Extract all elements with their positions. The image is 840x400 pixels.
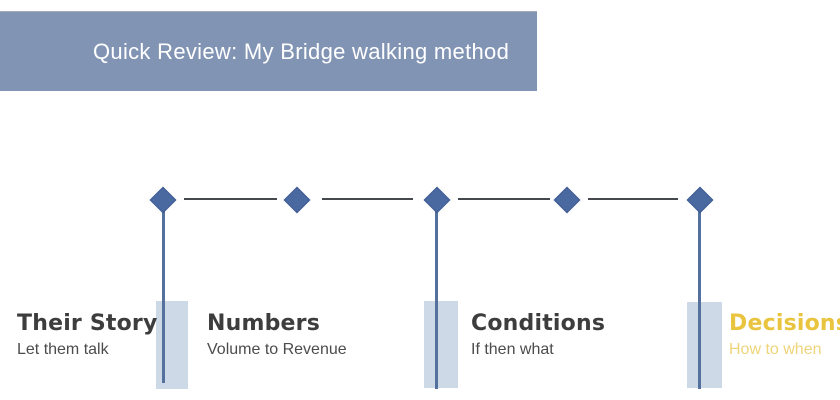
pillar-line-2 [435,208,438,389]
step-conditions: Conditions If then what [471,311,605,359]
pillar-block-3 [687,302,722,388]
step-subtitle: Let them talk [17,341,109,358]
diamond-marker-1 [149,186,177,214]
bridge-connector-3 [458,198,550,200]
bridge-connector-1 [184,198,277,200]
step-numbers: Numbers Volume to Revenue [207,311,347,359]
step-their-story: Their Story Let them talk [17,311,158,359]
bridge-connector-2 [322,198,413,200]
diamond-marker-3 [423,186,451,214]
header-bar: Quick Review: My Bridge walking method [0,11,537,91]
step-title: Numbers [207,311,321,336]
step-title: Decisions [729,311,840,336]
slide-title: Quick Review: My Bridge walking method [93,38,510,64]
diamond-marker-2 [283,186,311,214]
step-title: Conditions [471,311,606,336]
pillar-block-1 [156,301,188,389]
diamond-marker-5 [686,186,714,214]
step-title: Their Story [17,311,158,336]
pillar-block-2 [424,301,458,388]
step-subtitle: How to when [729,341,822,358]
bridge-connector-4 [588,198,678,200]
pillar-line-3 [698,208,701,389]
diamond-marker-4 [553,186,581,214]
step-subtitle: If then what [471,341,554,358]
pillar-line-1 [162,208,165,383]
step-decisions: Decisions How to when [729,311,840,359]
step-subtitle: Volume to Revenue [207,341,347,358]
